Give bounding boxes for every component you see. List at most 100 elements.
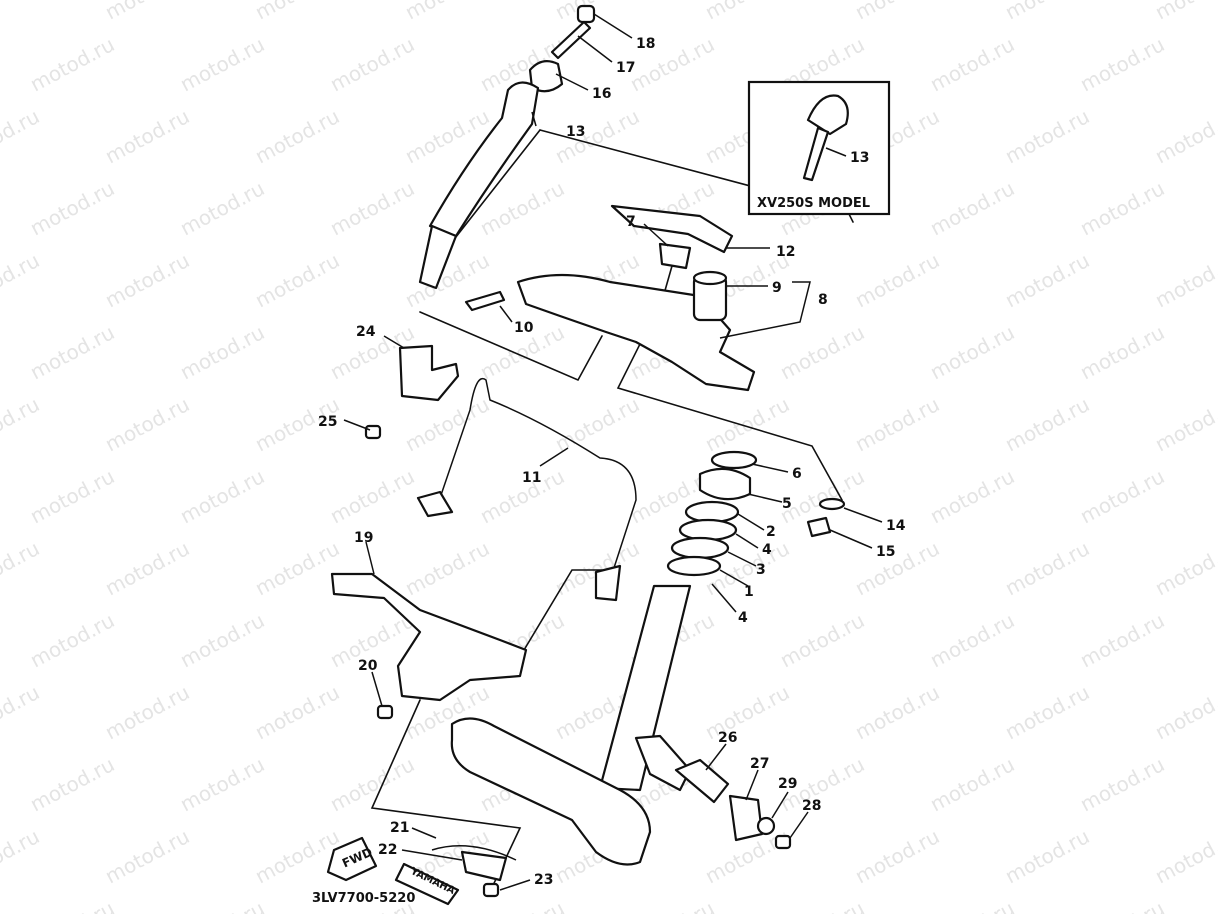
watermark-text: motod.ru xyxy=(0,680,43,744)
watermark-text: motod.ru xyxy=(851,248,943,312)
watermark-text: motod.ru xyxy=(926,896,1018,914)
bolt-10 xyxy=(464,290,506,312)
watermark-text: motod.ru xyxy=(1001,104,1093,168)
watermark-text: motod.ru xyxy=(851,536,943,600)
callout-17: 17 xyxy=(616,60,635,76)
watermark-text: motod.ru xyxy=(851,824,943,888)
callout-leaders xyxy=(343,13,883,891)
watermark-text: motod.ru xyxy=(626,896,718,914)
screw-23 xyxy=(482,882,500,898)
watermark-text: motod.ru xyxy=(401,392,493,456)
watermark-text: motod.ru xyxy=(1151,104,1218,168)
clamp-bolts xyxy=(528,4,596,93)
handlebar-grip-icon xyxy=(806,94,849,136)
watermark-text: motod.ru xyxy=(851,0,943,24)
watermark-text: motod.ru xyxy=(926,32,1018,96)
watermark-text: motod.ru xyxy=(101,392,193,456)
watermark-text: motod.ru xyxy=(401,0,493,24)
callout-12: 12 xyxy=(776,244,795,260)
watermark-text: motod.ru xyxy=(101,824,193,888)
callout-1: 1 xyxy=(744,584,754,600)
xv250s-inset: 13 XV250S MODEL xyxy=(747,80,891,216)
callout-20: 20 xyxy=(358,658,378,674)
watermark-text: motod.ru xyxy=(251,536,343,600)
watermark-text: motod.ru xyxy=(1151,824,1218,888)
watermark-text: motod.ru xyxy=(701,680,793,744)
switch-26 xyxy=(674,758,730,804)
watermark-text: motod.ru xyxy=(926,464,1018,528)
drawing-code: 3LV7700-5220 xyxy=(312,891,415,906)
callout-27: 27 xyxy=(750,756,769,772)
callout-14: 14 xyxy=(886,518,906,534)
bolt-25 xyxy=(364,424,382,440)
washer-29 xyxy=(756,816,776,836)
watermark-text: motod.ru xyxy=(101,680,193,744)
watermark-text: motod.ru xyxy=(476,896,568,914)
nut-15 xyxy=(806,516,832,538)
callout-13: 13 xyxy=(566,124,585,140)
inset-model-label: XV250S MODEL xyxy=(757,196,870,211)
callout-22: 22 xyxy=(378,842,397,858)
callout-16: 16 xyxy=(592,86,611,102)
watermark-text: motod.ru xyxy=(101,536,193,600)
bolt-20 xyxy=(376,704,394,720)
watermark-text: motod.ru xyxy=(101,104,193,168)
callout-18: 18 xyxy=(636,36,655,52)
watermark-text: motod.ru xyxy=(1076,320,1168,384)
watermark-text: motod.ru xyxy=(251,0,343,24)
callout-numbers: 1 2 3 4 4 5 6 7 8 9 10 11 12 13 14 15 16… xyxy=(318,36,906,888)
inset-callout-13: 13 xyxy=(850,150,869,166)
handlebar xyxy=(418,81,540,290)
callout-29: 29 xyxy=(778,776,797,792)
watermark-text: motod.ru xyxy=(101,0,193,24)
callout-3: 3 xyxy=(756,562,766,578)
callout-4a: 4 xyxy=(762,542,772,558)
watermark-text: motod.ru xyxy=(26,608,118,672)
callout-10: 10 xyxy=(514,320,534,336)
watermark-text: motod.ru xyxy=(26,176,118,240)
callout-8: 8 xyxy=(818,292,828,308)
watermark-text: motod.ru xyxy=(401,536,493,600)
watermark-text: motod.ru xyxy=(251,104,343,168)
watermark-text: motod.ru xyxy=(1076,32,1168,96)
watermark-text: motod.ru xyxy=(0,104,43,168)
fwd-sticker: FWD xyxy=(326,836,378,882)
watermark-text: motod.ru xyxy=(326,32,418,96)
nut-7 xyxy=(658,242,692,295)
watermark-text: motod.ru xyxy=(1001,536,1093,600)
bearing-stack xyxy=(666,450,758,577)
watermark-text: motod.ru xyxy=(851,680,943,744)
watermark-text: motod.ru xyxy=(176,320,268,384)
watermark-text: motod.ru xyxy=(0,536,43,600)
callout-6: 6 xyxy=(792,466,802,482)
watermark-text: motod.ru xyxy=(26,32,118,96)
watermark-text: motod.ru xyxy=(776,608,868,672)
washer-14 xyxy=(818,497,846,511)
watermark-text: motod.ru xyxy=(0,824,43,888)
callout-4b: 4 xyxy=(738,610,748,626)
steering-stem xyxy=(450,584,692,866)
handlebar-bracket xyxy=(610,204,734,254)
watermark-text: motod.ru xyxy=(176,176,268,240)
watermark-text: motod.ru xyxy=(251,824,343,888)
callout-21: 21 xyxy=(390,820,409,836)
watermark-text: motod.ru xyxy=(1076,608,1168,672)
watermark-text: motod.ru xyxy=(176,464,268,528)
watermark-text: motod.ru xyxy=(1001,680,1093,744)
callout-2: 2 xyxy=(766,524,776,540)
callout-19: 19 xyxy=(354,530,373,546)
watermark-text: motod.ru xyxy=(26,320,118,384)
cable-11 xyxy=(439,377,637,575)
watermark-text: motod.ru xyxy=(1151,536,1218,600)
watermark-text: motod.ru xyxy=(1076,896,1168,914)
clip-21 xyxy=(431,845,517,861)
watermark-text: motod.ru xyxy=(176,32,268,96)
bolt-28 xyxy=(774,834,792,850)
watermark-text: motod.ru xyxy=(176,896,268,914)
watermark-text: motod.ru xyxy=(0,392,43,456)
watermark-text: motod.ru xyxy=(701,392,793,456)
watermark-text: motod.ru xyxy=(926,176,1018,240)
watermark-text: motod.ru xyxy=(176,608,268,672)
